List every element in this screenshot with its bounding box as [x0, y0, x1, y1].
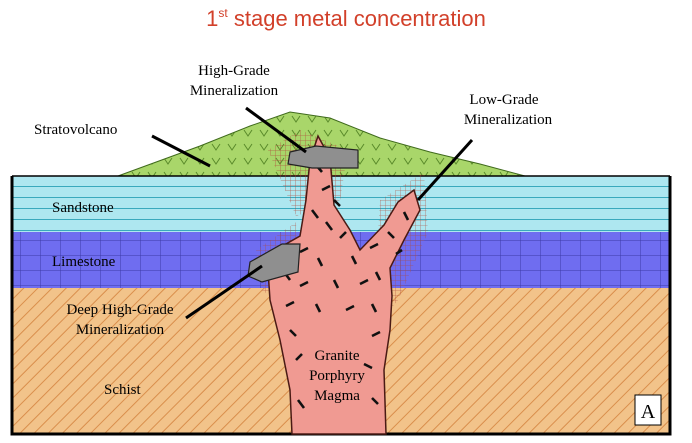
panel-label: A	[641, 401, 656, 423]
title-text: stage metal concentration	[227, 6, 486, 31]
title-superscript: st	[218, 6, 228, 20]
label-granite-2: Porphyry	[309, 368, 365, 384]
label-granite-1: Granite	[315, 348, 360, 364]
label-limestone: Limestone	[52, 254, 116, 270]
label-high-grade-2: Mineralization	[190, 83, 279, 99]
panel-label-box	[634, 394, 662, 426]
low-grade-leader	[416, 138, 474, 202]
diagram-title: 1st stage metal concentration	[0, 6, 692, 32]
label-granite-3: Magma	[314, 388, 360, 404]
label-sandstone: Sandstone	[52, 200, 114, 216]
stratovolcano-leader	[151, 134, 211, 168]
label-low-grade-1: Low-Grade	[469, 92, 538, 108]
high-grade-leader	[245, 106, 307, 154]
label-low-grade-2: Mineralization	[464, 112, 553, 128]
magma-texture-dashes	[282, 164, 410, 409]
title-number: 1	[206, 6, 219, 31]
label-deep-high-grade-1: Deep High-Grade	[66, 302, 173, 318]
deep-high-grade-leader	[185, 264, 263, 320]
label-high-grade-1: High-Grade	[198, 63, 270, 79]
label-schist: Schist	[104, 382, 142, 398]
label-deep-high-grade-2: Mineralization	[76, 322, 165, 338]
label-stratovolcano: Stratovolcano	[34, 122, 117, 138]
